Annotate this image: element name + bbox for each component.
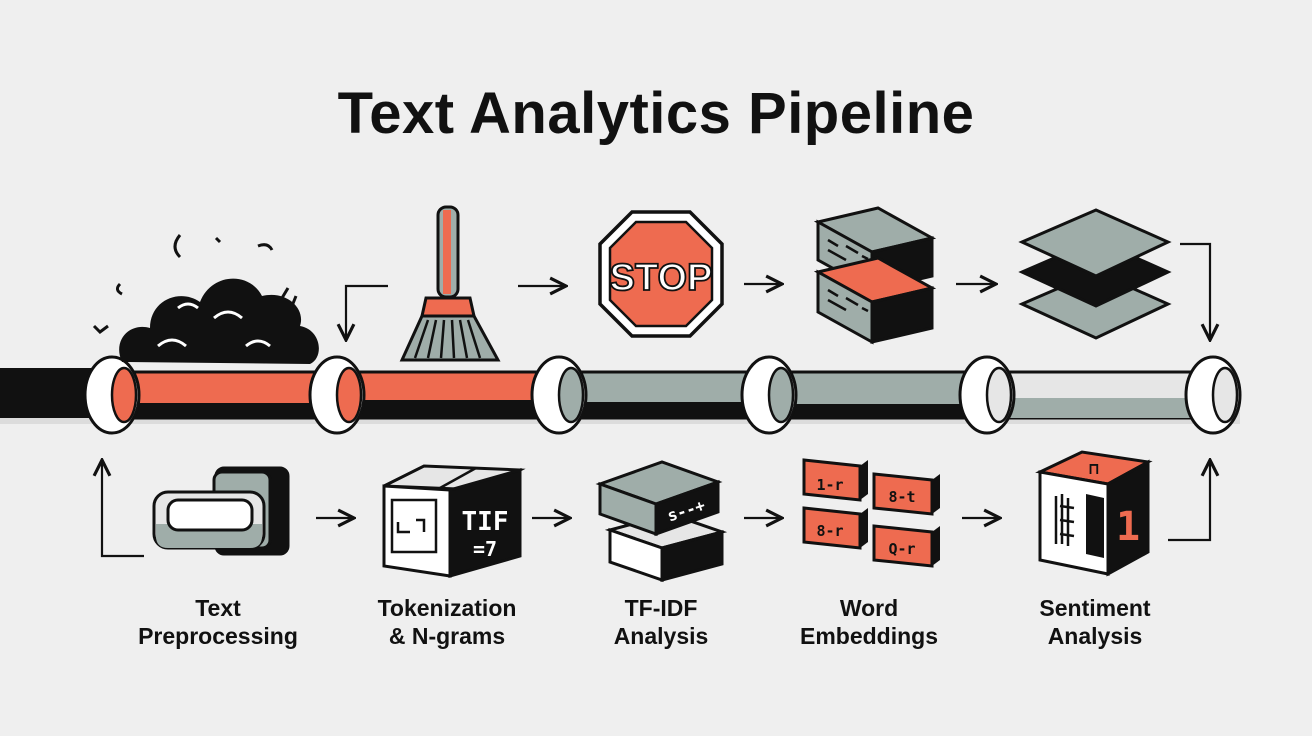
arrow-up-icon [102,460,144,558]
step-label-tfidf: TF-IDF Analysis [613,595,709,649]
tfidf-cube-subtext: =7 [473,537,497,561]
embedding-tiles-icon: 1-r 8-t 8-r Q-r [802,458,940,568]
embed-tile: 8-t [872,472,940,516]
token-cube-icon: TIF =7 [382,464,526,578]
embed-tile-text: 1-r [816,476,843,494]
sentiment-cube-top-text: ⊓ [1089,459,1099,478]
stop-sign-icon: STOP [598,210,724,338]
pipe-coupling [83,355,141,435]
stop-sign-text: STOP [610,257,713,299]
embed-tile: 1-r [802,458,868,502]
tfidf-slabs-icon: s--+ [595,460,728,583]
preprocessing-boxes-icon [152,466,290,556]
tfidf-cube-text: TIF [462,507,509,537]
step-label-embeddings: Word Embeddings [799,595,938,649]
pipe-coupling [530,355,588,435]
step-label-tokenization: Tokenization & N-grams [377,595,517,649]
embed-tile: Q-r [872,524,940,568]
pipe-coupling [740,355,798,435]
arrow-down-icon [346,284,388,340]
step-label-sentiment: Sentiment Analysis [1039,595,1151,649]
embedding-layers-icon [1018,208,1172,340]
arrow-down-icon [1180,242,1210,340]
pipeline-pipe [0,355,1242,435]
pipe-coupling-end [1184,355,1242,435]
embed-tile-text: 8-t [888,488,915,506]
pipe-coupling [958,355,1016,435]
sentiment-cube-front-text: 1 [1116,504,1140,550]
pipe-coupling [308,355,366,435]
embed-tile: 8-r [802,506,868,550]
step-label-preprocessing: Text Preprocessing [138,595,298,649]
arrow-up-icon [1168,460,1210,542]
embed-tile-text: Q-r [888,540,915,558]
sentiment-cube-icon: ⊓ 1 [1035,450,1153,577]
stacked-vector-blocks-icon [813,206,937,345]
flow-arrows [102,242,1210,558]
raw-data-pile-icon [92,234,319,364]
page-title: Text Analytics Pipeline [337,81,975,146]
embed-tile-text: 8-r [816,522,843,540]
broom-icon [399,205,501,362]
